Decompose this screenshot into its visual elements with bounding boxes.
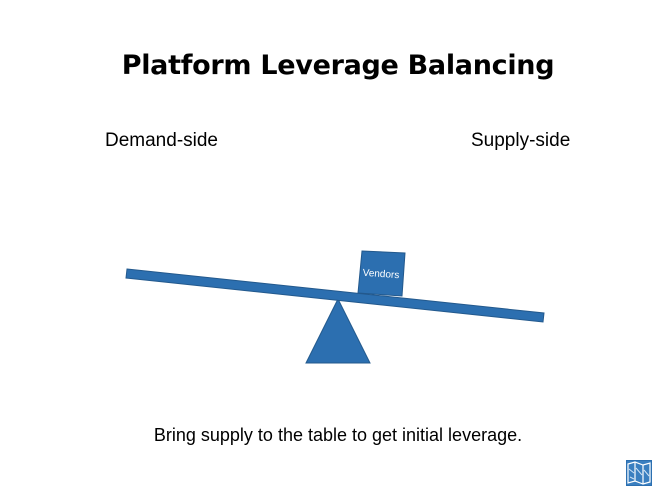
fulcrum-triangle — [305, 297, 371, 364]
seesaw-beam — [125, 268, 545, 323]
vendors-block-label: Vendors — [362, 268, 399, 282]
slide-caption: Bring supply to the table to get initial… — [153, 425, 523, 445]
supply-side-label: Supply-side — [471, 130, 571, 151]
map-logo-icon — [626, 460, 652, 486]
vendors-block — [357, 250, 406, 297]
demand-side-label: Demand-side — [105, 130, 218, 151]
slide-title: Platform Leverage Balancing — [121, 50, 555, 81]
